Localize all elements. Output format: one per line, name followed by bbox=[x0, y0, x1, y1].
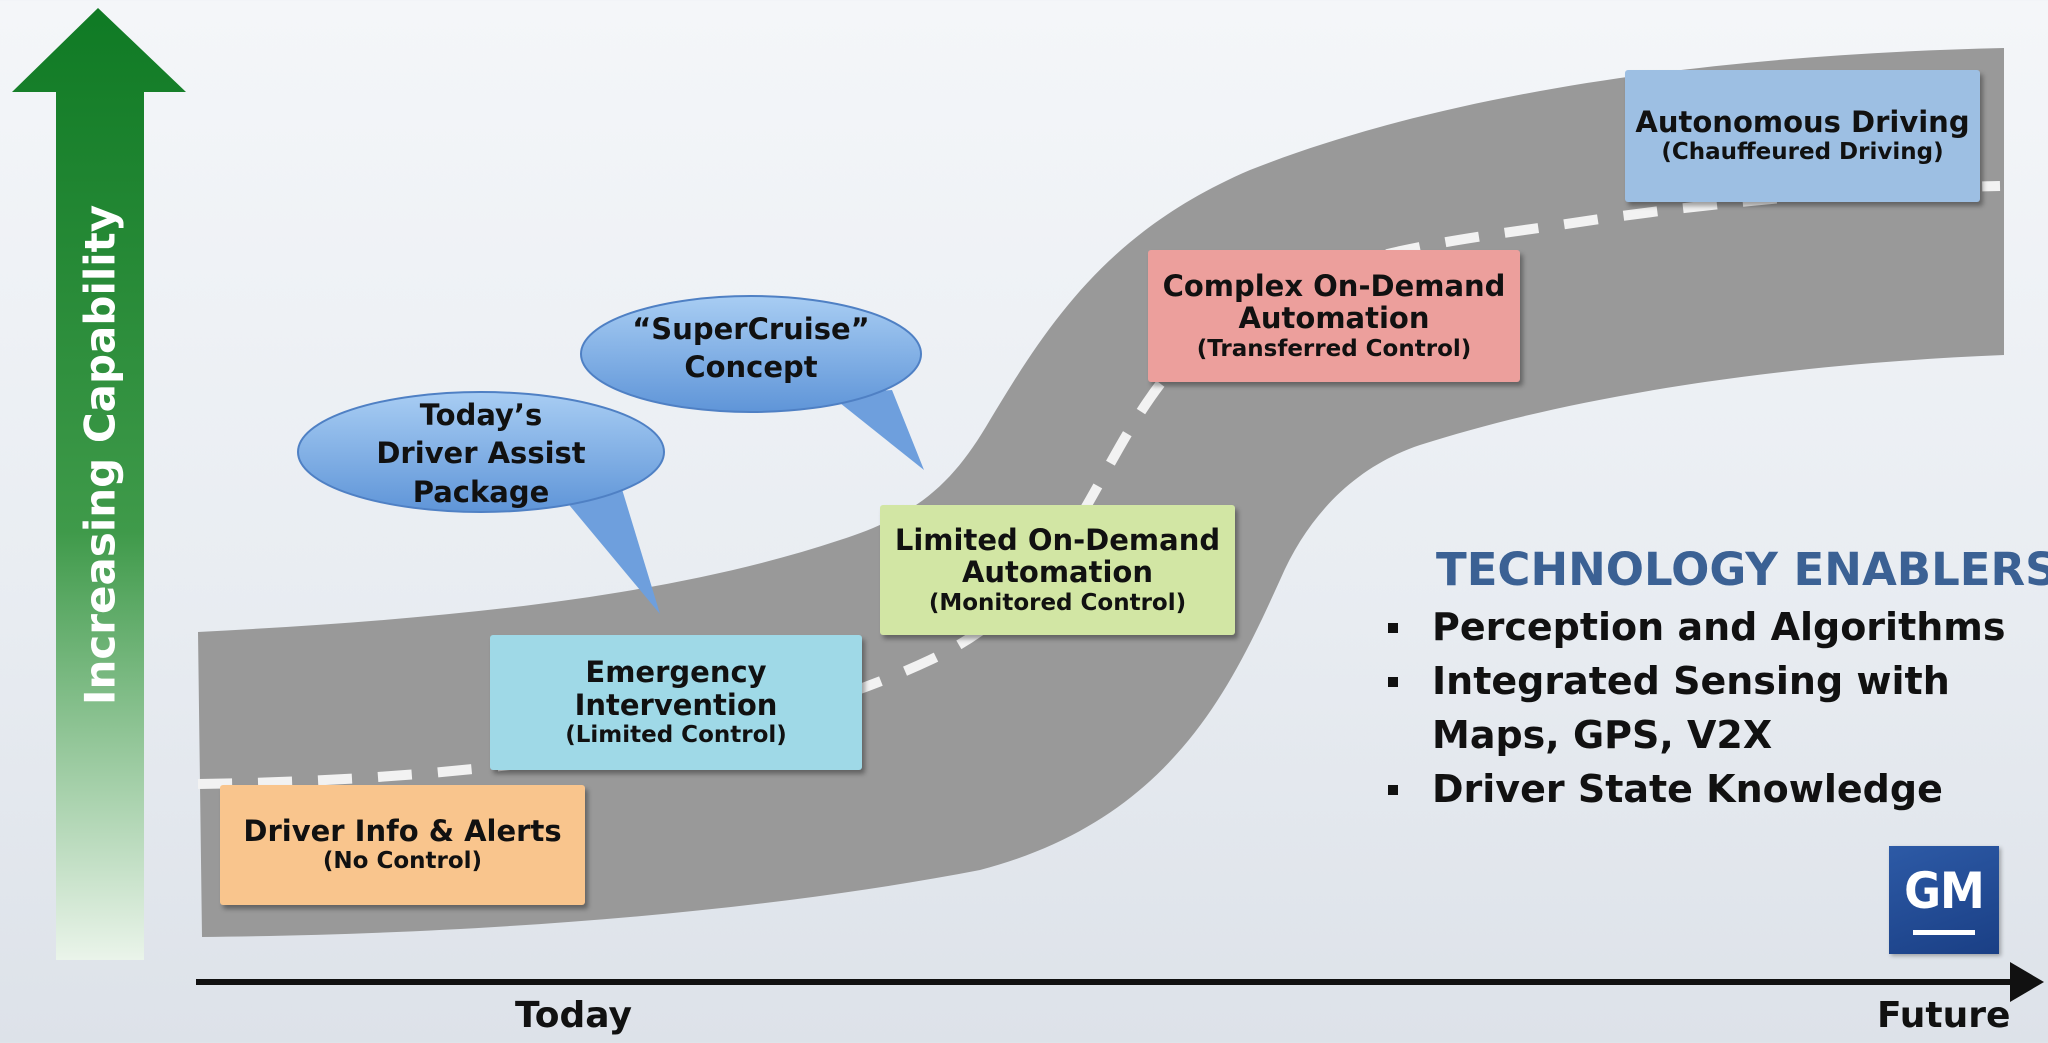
stage-name-line-1: Emergency bbox=[585, 655, 767, 690]
axis-start-label: Today bbox=[515, 995, 632, 1036]
enablers-title: TECHNOLOGY ENABLERS: bbox=[1436, 543, 2048, 596]
stage-limited-automation: Limited On-Demand Automation (Monitored … bbox=[880, 505, 1235, 635]
stage-emergency-intervention: Emergency Intervention (Limited Control) bbox=[490, 635, 862, 770]
lane-marking bbox=[197, 181, 2001, 789]
stage-control-level: (Chauffeured Driving) bbox=[1661, 139, 1944, 166]
callout-driver-assist bbox=[297, 391, 665, 614]
stage-name-line-2: Automation bbox=[961, 555, 1154, 590]
stage-name-line-2: Automation bbox=[1238, 301, 1430, 336]
enabler-item: Integrated Sensing with Maps, GPS, V2X bbox=[1384, 654, 2044, 762]
callout-line: Concept bbox=[684, 350, 818, 385]
stage-driver-info: Driver Info & Alerts (No Control) bbox=[220, 785, 585, 905]
stage-name-line-1: Complex On-Demand bbox=[1162, 268, 1506, 303]
stage-name: Autonomous Driving bbox=[1635, 104, 1970, 139]
callout-line: Driver Assist bbox=[376, 436, 586, 471]
stage-name: Driver Info & Alerts bbox=[243, 813, 562, 848]
time-axis-arrowhead bbox=[2010, 962, 2044, 1002]
stage-control-level: (No Control) bbox=[322, 848, 483, 875]
gm-logo: GM bbox=[1889, 846, 1999, 954]
gm-logo-text: GM bbox=[1904, 862, 1985, 920]
stage-name-line-1: Limited On-Demand bbox=[894, 522, 1221, 557]
stage-control-level: (Transferred Control) bbox=[1196, 335, 1472, 362]
callout-line: “SuperCruise” bbox=[632, 312, 870, 346]
callout-supercruise bbox=[580, 295, 924, 470]
stage-name-line-2: Intervention bbox=[574, 687, 778, 722]
stage-control-level: (Monitored Control) bbox=[928, 589, 1187, 616]
stage-autonomous-driving: Autonomous Driving (Chauffeured Driving) bbox=[1625, 70, 1980, 202]
stage-complex-automation: Complex On-Demand Automation (Transferre… bbox=[1148, 250, 1520, 382]
callout-line: Today’s bbox=[419, 398, 543, 432]
capability-arrow bbox=[12, 8, 186, 960]
capability-axis-label: Increasing Capability bbox=[75, 204, 125, 706]
enabler-item: Perception and Algorithms bbox=[1384, 600, 2044, 654]
stage-control-level: (Limited Control) bbox=[565, 722, 787, 749]
callout-line: Package bbox=[412, 474, 550, 509]
gm-logo-underline bbox=[1913, 930, 1975, 935]
enablers-list: Perception and Algorithms Integrated Sen… bbox=[1384, 600, 2044, 816]
callout-driver-assist-text: Today’s Driver Assist Package bbox=[298, 396, 664, 511]
enabler-item: Driver State Knowledge bbox=[1384, 762, 2044, 816]
axis-end-label: Future bbox=[1877, 995, 2011, 1036]
callout-supercruise-text: “SuperCruise” Concept bbox=[581, 310, 921, 387]
